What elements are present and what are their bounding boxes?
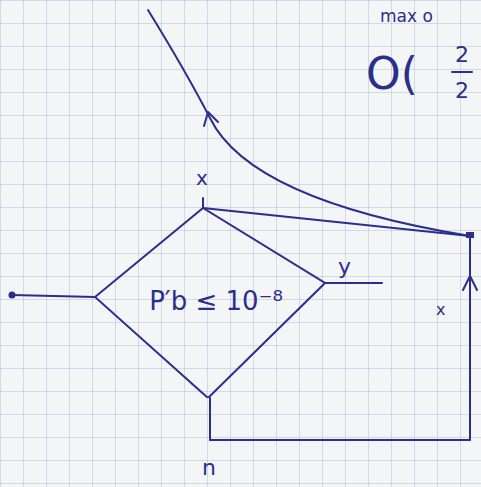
fraction-number: 2: [455, 42, 469, 67]
arrowhead: [463, 276, 477, 290]
exit-curve: [148, 10, 470, 236]
vertex-label: y: [338, 254, 351, 279]
note-text: O(: [366, 48, 418, 99]
fraction-number: 2: [455, 78, 469, 103]
fraction-bar: [452, 71, 472, 73]
x-stub: [202, 198, 204, 208]
output-line: [12, 295, 95, 297]
junction-mark: [466, 232, 474, 238]
decision-diamond: P′b ≤ 10⁻⁸: [95, 208, 325, 398]
note-text: max o: [380, 6, 433, 26]
vertex-label: x: [196, 166, 208, 190]
condition-text: P′b ≤ 10⁻⁸: [149, 286, 283, 316]
y-line: [325, 282, 382, 284]
vertex-label: n: [202, 455, 216, 480]
feedback-line: [210, 236, 470, 440]
arrowhead: [204, 112, 218, 126]
end-dot: [9, 292, 16, 299]
scribble-label: x: [436, 300, 445, 319]
